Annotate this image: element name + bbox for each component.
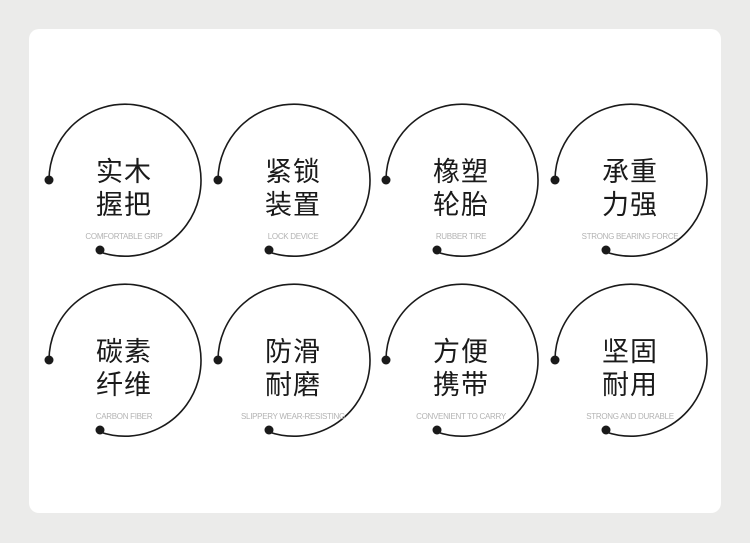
- circle-arc-icon: [44, 103, 202, 257]
- feature-slippery-wear-resisting: 防滑 耐磨 SLIPPERY WEAR-RESISTING: [213, 283, 388, 454]
- feature-lock-device: 紧锁 装置 LOCK DEVICE: [213, 103, 388, 274]
- feature-english-label: CONVENIENT TO CARRY: [416, 412, 506, 421]
- feature-title-line2: 装置: [265, 190, 321, 221]
- feature-title-line2: 耐磨: [265, 370, 321, 401]
- feature-title-line2: 纤维: [96, 370, 152, 401]
- feature-title-line2: 力强: [602, 190, 658, 221]
- feature-title-line1: 碳素: [96, 337, 152, 368]
- feature-english-label: COMFORTABLE GRIP: [85, 232, 163, 241]
- feature-title-line2: 耐用: [602, 370, 658, 401]
- features-card: 实木 握把 COMFORTABLE GRIP 紧锁 装置 LOCK DEVICE…: [29, 29, 721, 513]
- circle-arc-icon: [550, 103, 708, 257]
- feature-title-line1: 橡塑: [433, 157, 489, 188]
- circle-arc-icon: [213, 283, 371, 437]
- feature-english-label: RUBBER TIRE: [435, 232, 487, 241]
- circle-arc-icon: [213, 103, 371, 257]
- feature-title-line2: 握把: [96, 190, 152, 221]
- feature-rubber-tire: 橡塑 轮胎 RUBBER TIRE: [381, 103, 556, 274]
- feature-comfortable-grip: 实木 握把 COMFORTABLE GRIP: [44, 103, 219, 274]
- feature-convenient-to-carry: 方便 携带 CONVENIENT TO CARRY: [381, 283, 556, 454]
- feature-title-line2: 携带: [433, 370, 489, 401]
- feature-title-line2: 轮胎: [433, 190, 489, 221]
- circle-arc-icon: [44, 283, 202, 437]
- feature-strong-and-durable: 坚固 耐用 STRONG AND DURABLE: [550, 283, 725, 454]
- feature-title-line1: 紧锁: [265, 157, 321, 188]
- feature-title-line1: 实木: [96, 157, 152, 188]
- feature-english-label: LOCK DEVICE: [267, 232, 319, 241]
- feature-english-label: STRONG BEARING FORCE: [581, 232, 679, 241]
- circle-arc-icon: [381, 103, 539, 257]
- circle-arc-icon: [550, 283, 708, 437]
- feature-strong-bearing-force: 承重 力强 STRONG BEARING FORCE: [550, 103, 725, 274]
- feature-title-line1: 坚固: [602, 337, 658, 368]
- feature-title-line1: 防滑: [265, 337, 321, 368]
- feature-english-label: SLIPPERY WEAR-RESISTING: [241, 412, 345, 421]
- feature-english-label: CARBON FIBER: [95, 412, 153, 421]
- circle-arc-icon: [381, 283, 539, 437]
- feature-carbon-fiber: 碳素 纤维 CARBON FIBER: [44, 283, 219, 454]
- feature-title-line1: 方便: [433, 337, 489, 368]
- feature-title-line1: 承重: [602, 157, 658, 188]
- feature-english-label: STRONG AND DURABLE: [586, 412, 674, 421]
